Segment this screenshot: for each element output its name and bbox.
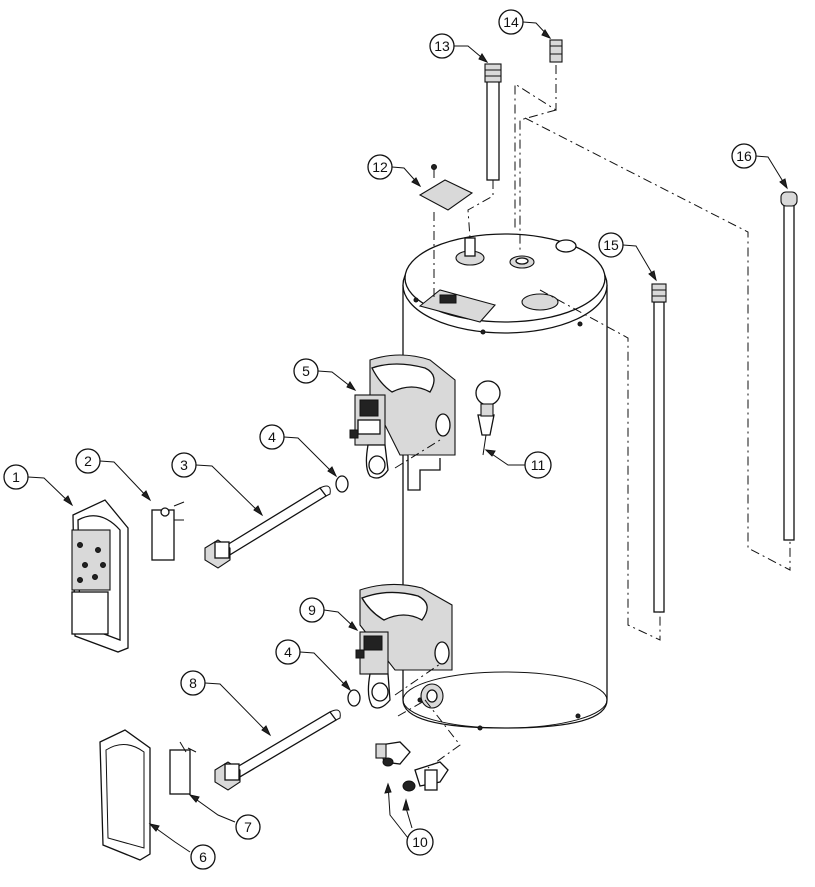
callout-1: 1 [3, 464, 29, 490]
upper-insulation-bracket [151, 501, 185, 561]
callout-5: 5 [293, 358, 319, 384]
dip-tube [484, 63, 502, 181]
leader-lines [27, 21, 788, 853]
callout-16-label: 16 [736, 148, 752, 164]
drain-valve [375, 741, 449, 792]
lower-heating-element [214, 709, 341, 791]
lower-element-gasket [347, 689, 361, 707]
callout-4-upper-label: 4 [268, 429, 276, 445]
assembly-lines [394, 65, 791, 769]
callout-12: 12 [367, 154, 393, 180]
callout-15: 15 [598, 232, 624, 258]
callout-16: 16 [731, 143, 757, 169]
callout-8-label: 8 [189, 675, 197, 691]
callout-15-label: 15 [603, 237, 619, 253]
callout-14-label: 14 [503, 14, 519, 30]
callout-13: 13 [429, 33, 455, 59]
callout-9: 9 [299, 597, 325, 623]
upper-access-cover [71, 499, 129, 653]
callout-5-label: 5 [302, 363, 310, 379]
callout-2-label: 2 [84, 453, 92, 469]
callout-7: 7 [235, 814, 261, 840]
top-access-cover [418, 164, 474, 211]
outlet-nipple [549, 39, 563, 63]
callout-4-lower-label: 4 [284, 644, 292, 660]
callout-11: 11 [524, 451, 552, 479]
callout-6: 6 [190, 844, 216, 870]
callout-1-label: 1 [12, 469, 20, 485]
callout-13-label: 13 [434, 38, 450, 54]
callout-10: 10 [406, 828, 434, 856]
callout-10-label: 10 [412, 834, 428, 850]
callout-7-label: 7 [244, 819, 252, 835]
secondary-anode-rod [780, 191, 798, 541]
callout-3: 3 [171, 452, 197, 478]
upper-element-gasket [335, 475, 349, 493]
callout-4-upper: 4 [259, 424, 285, 450]
callout-9-label: 9 [308, 602, 316, 618]
callout-4-lower: 4 [275, 639, 301, 665]
upper-thermostat [349, 394, 389, 479]
lower-thermostat [355, 631, 391, 709]
callout-11-label: 11 [531, 457, 546, 473]
callout-14: 14 [498, 9, 524, 35]
anode-rod [651, 283, 667, 613]
callout-8: 8 [180, 670, 206, 696]
lower-access-cover [99, 729, 151, 861]
upper-heating-element [204, 485, 331, 569]
callout-6-label: 6 [199, 849, 207, 865]
water-heater-tank [359, 233, 608, 731]
callout-2: 2 [75, 448, 101, 474]
lower-insulation-bracket [169, 741, 197, 795]
callout-12-label: 12 [372, 159, 388, 175]
callout-3-label: 3 [180, 457, 188, 473]
